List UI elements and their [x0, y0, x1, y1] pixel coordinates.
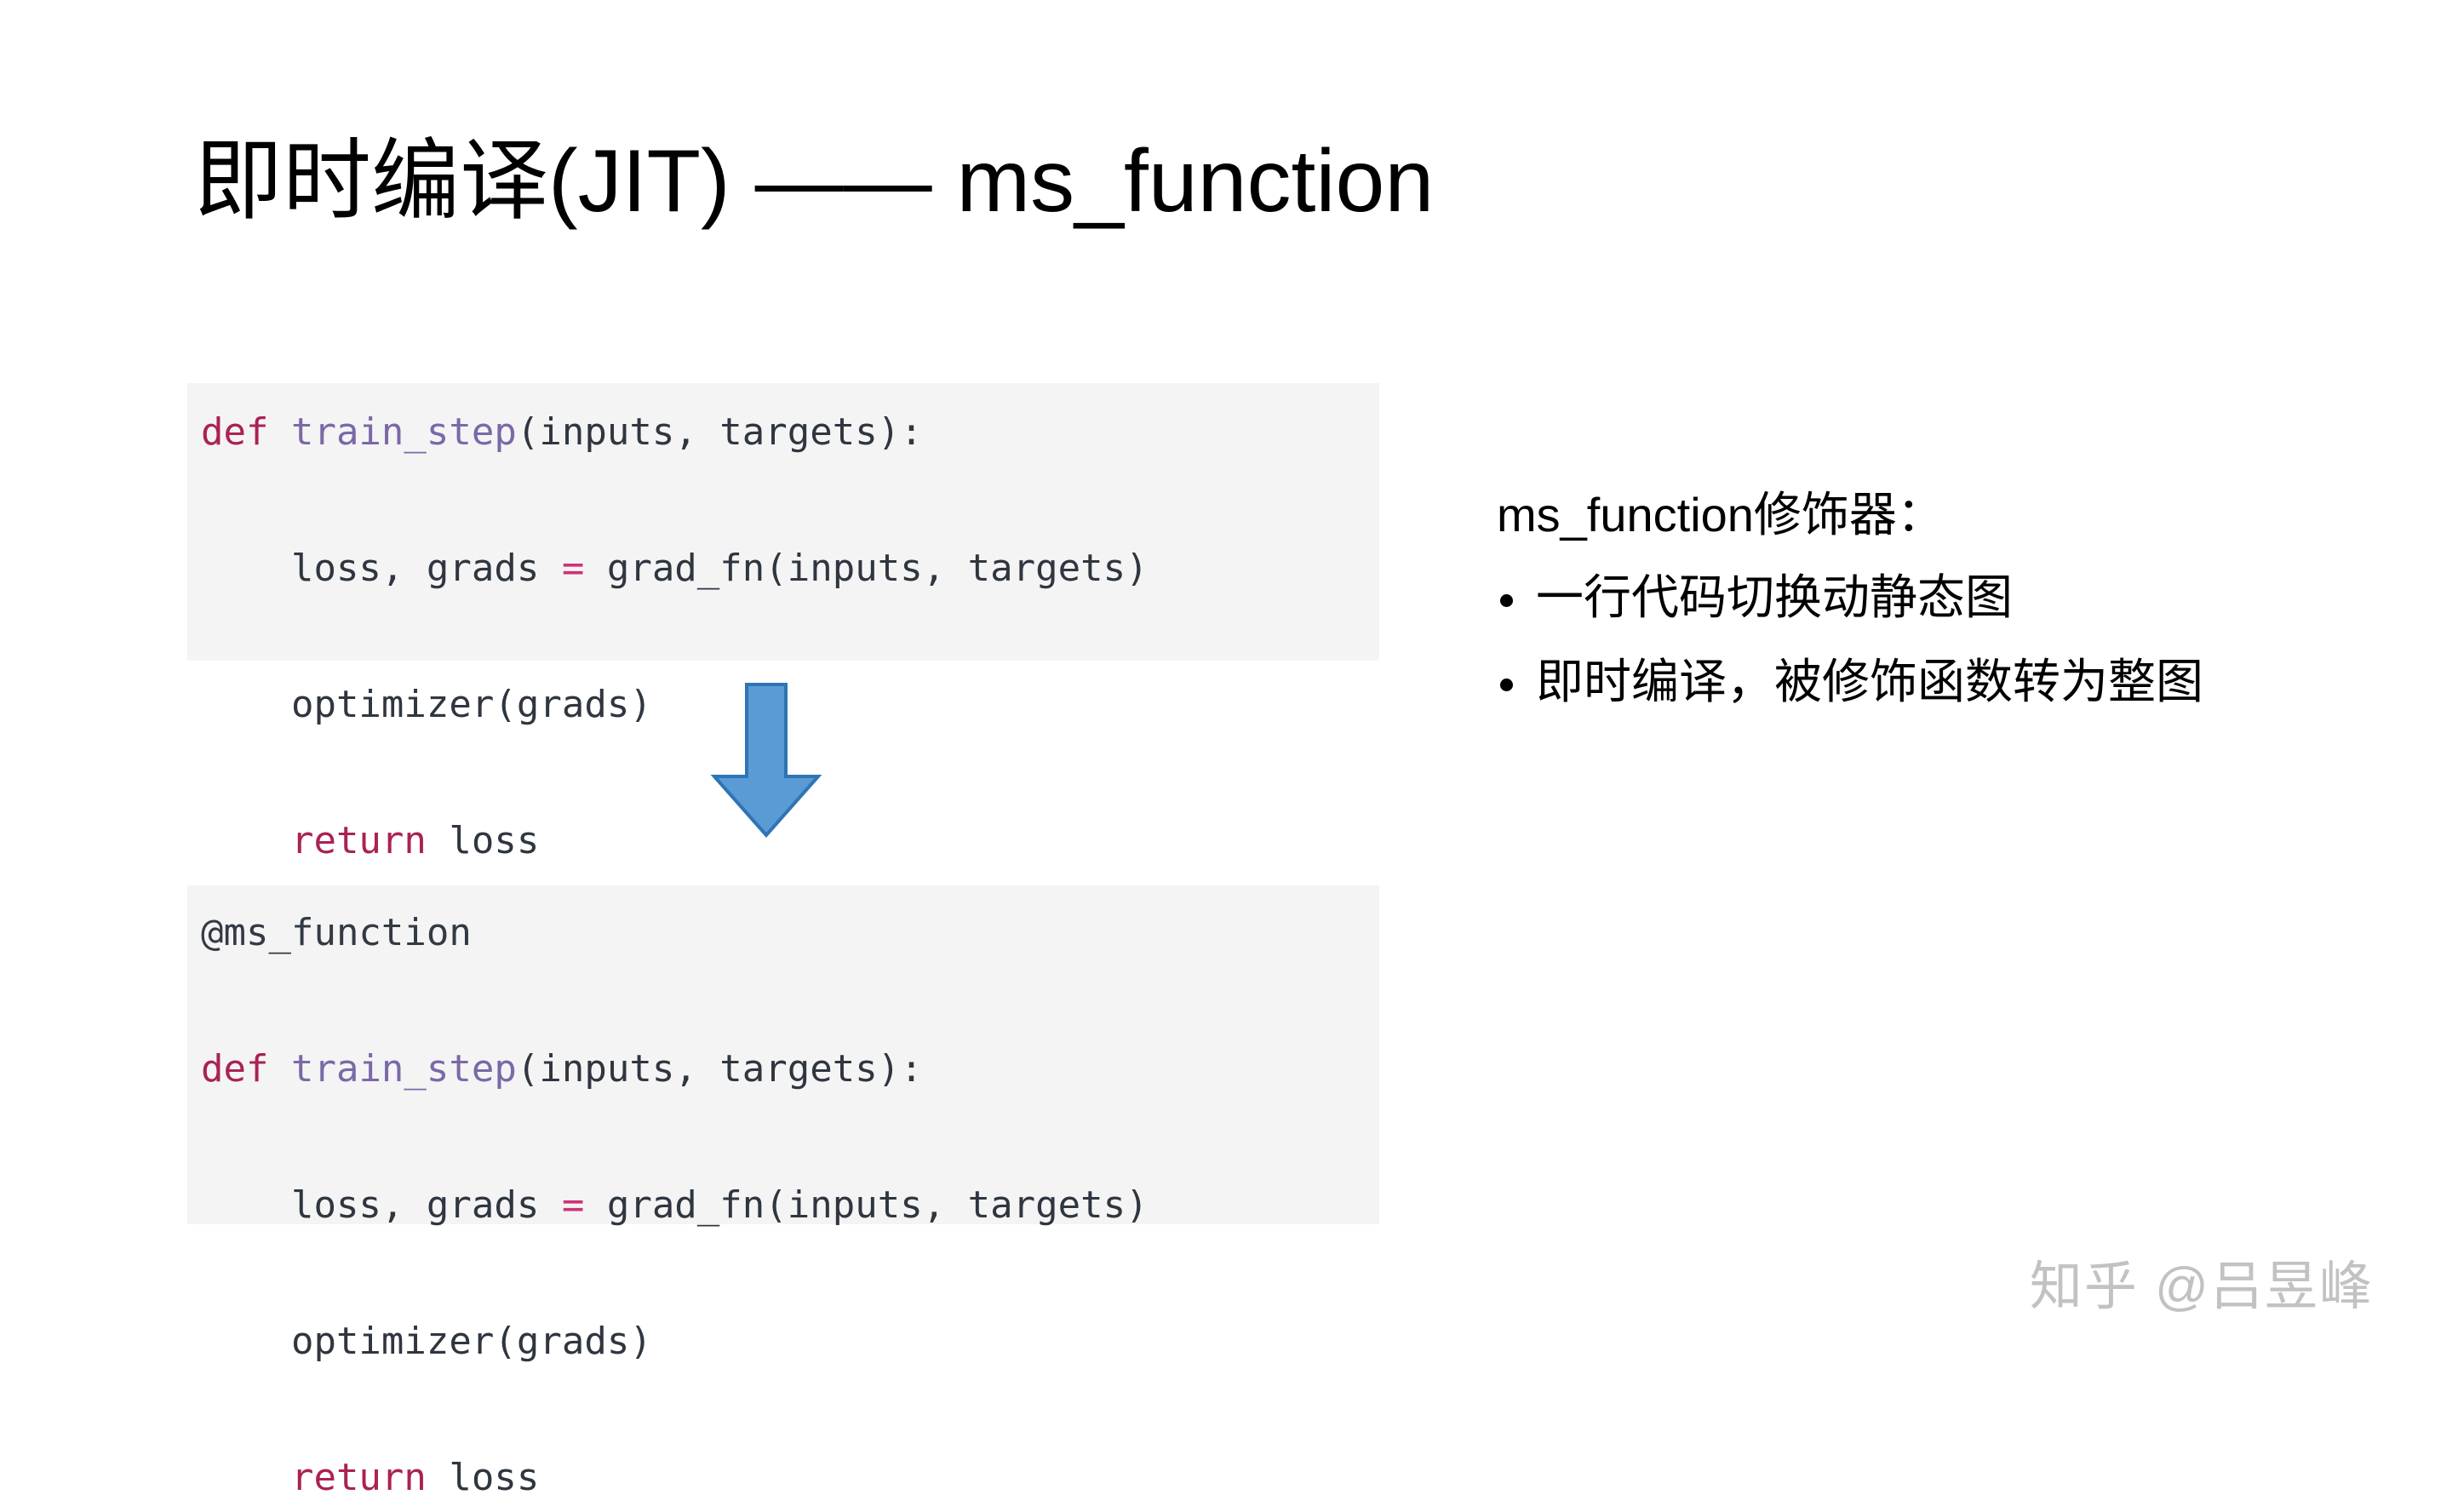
code-token: =: [561, 547, 585, 590]
code-token: optimizer(grads): [201, 1320, 652, 1363]
code-token: grad_fn(inputs, targets): [584, 547, 1149, 590]
code-token: loss: [426, 819, 540, 862]
notes-bullet-list: 一行代码切换动静态图 即时编译，被修饰函数转为整图: [1497, 567, 2348, 713]
slide-title: 即时编译(JIT) —— ms_function: [194, 132, 1435, 231]
code-token: train_step: [290, 410, 517, 454]
code-block-after: @ms_function def train_step(inputs, targ…: [187, 885, 1379, 1499]
code-line: optimizer(grads): [201, 1308, 1379, 1376]
code-token: loss, grads: [201, 547, 562, 590]
code-token: @ms_function: [201, 911, 472, 954]
notes-panel: ms_function修饰器： 一行代码切换动静态图 即时编译，被修饰函数转为整…: [1497, 485, 2348, 713]
code-token: return: [201, 1456, 427, 1499]
down-arrow-icon: [702, 681, 830, 839]
notes-heading: ms_function修饰器：: [1497, 488, 1945, 541]
code-line: @ms_function: [201, 899, 1379, 967]
code-line: return loss: [201, 807, 1379, 875]
code-token: def: [201, 410, 291, 454]
code-token: =: [561, 1183, 585, 1227]
code-token: grad_fn(inputs, targets): [584, 1183, 1149, 1227]
code-line: return loss: [201, 1444, 1379, 1512]
code-token: loss, grads: [201, 1183, 562, 1227]
list-item: 一行代码切换动静态图: [1497, 567, 2348, 629]
code-token: (inputs, targets):: [516, 1047, 923, 1091]
watermark: 知乎 @吕昱峰: [2029, 1257, 2374, 1316]
code-token: loss: [426, 1456, 540, 1499]
code-line: def train_step(inputs, targets):: [201, 398, 1379, 467]
code-line: loss, grads = grad_fn(inputs, targets): [201, 1171, 1379, 1240]
code-token: (inputs, targets):: [516, 410, 923, 454]
code-token: def: [201, 1047, 291, 1091]
code-block-before: def train_step(inputs, targets): loss, g…: [187, 383, 1379, 862]
code-token: optimizer(grads): [201, 683, 652, 726]
code-line: loss, grads = grad_fn(inputs, targets): [201, 535, 1379, 603]
code-line: def train_step(inputs, targets):: [201, 1035, 1379, 1103]
code-line: optimizer(grads): [201, 671, 1379, 739]
list-item: 即时编译，被修饰函数转为整图: [1497, 651, 2348, 713]
code-token: return: [201, 819, 427, 862]
code-token: train_step: [290, 1047, 517, 1091]
